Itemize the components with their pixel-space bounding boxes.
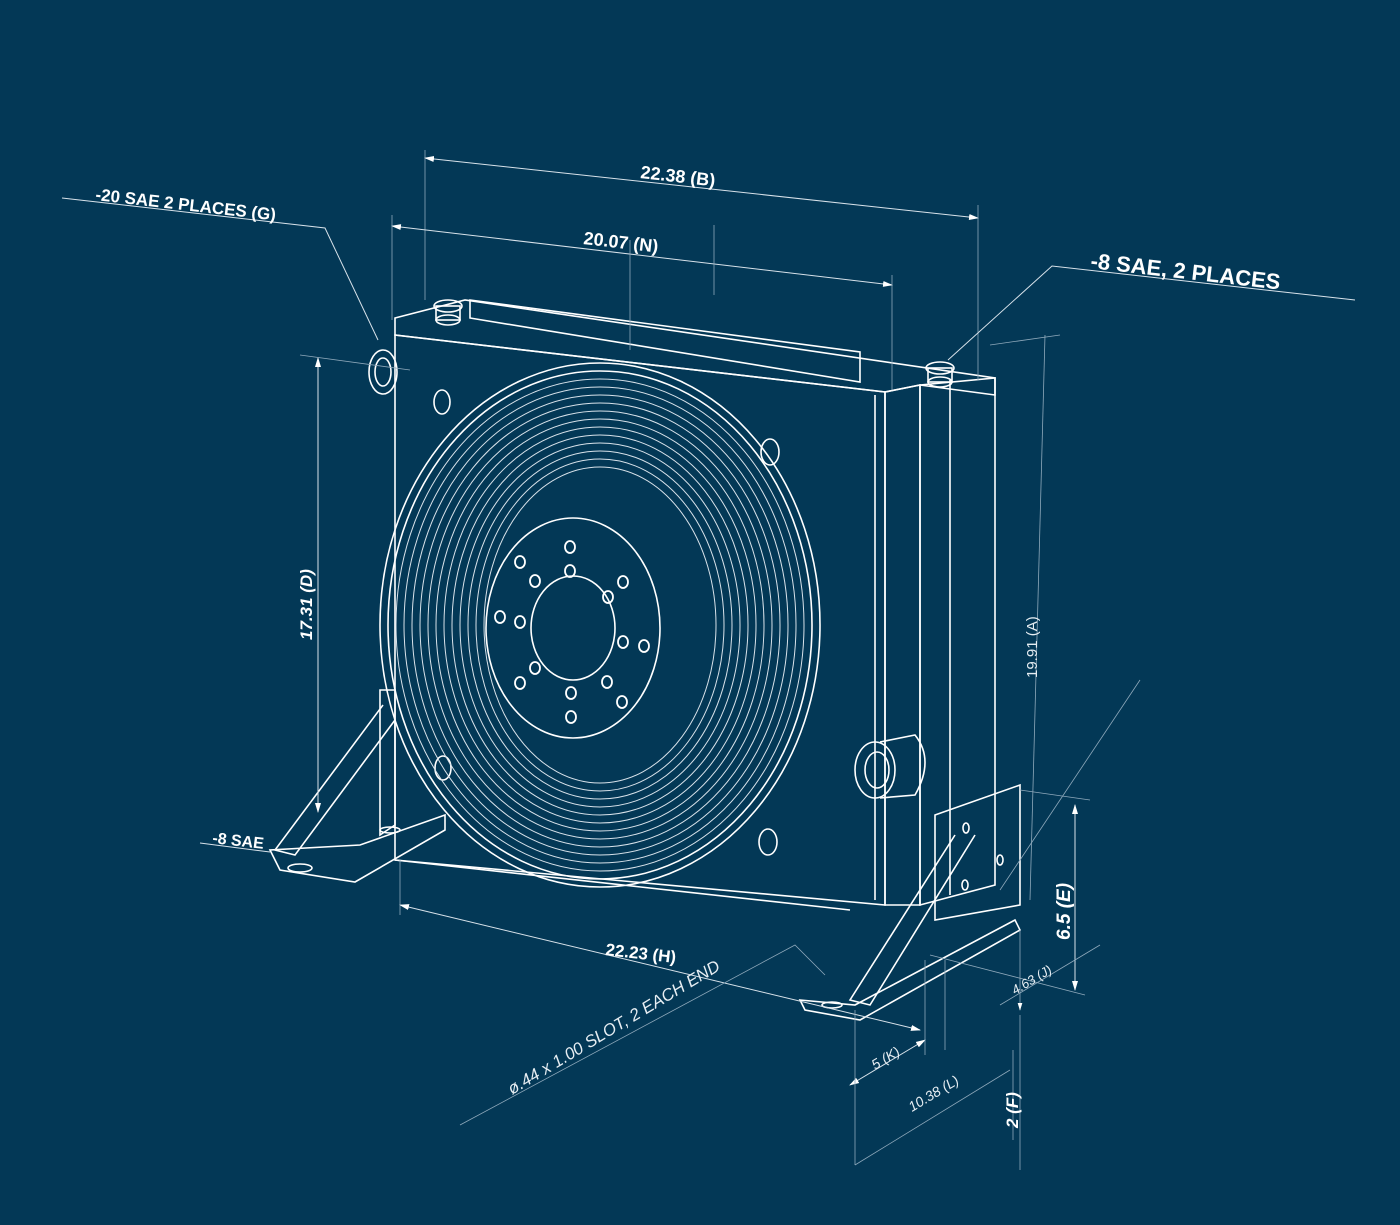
dim-l: 10.38 (L)	[905, 1072, 961, 1115]
dim-b: 22.38 (B)	[640, 162, 717, 190]
dim-n: 20.07 (N)	[583, 228, 660, 256]
callout-port-g: -20 SAE 2 PLACES (G)	[95, 185, 277, 224]
port-right-lower	[854, 734, 926, 799]
dim-j: 4.63 (J)	[1009, 962, 1055, 998]
bracket-right	[798, 783, 1022, 1021]
fan-lugs	[433, 389, 780, 856]
dim-a: 19.91 (A)	[1024, 616, 1041, 678]
fan-hub	[485, 517, 661, 739]
dim-e: 6.5 (E)	[1054, 883, 1075, 940]
callout-port-left: -8 SAE	[212, 830, 265, 853]
callout-slot: ø.44 x 1.00 SLOT, 2 EACH END	[504, 956, 723, 1098]
dimension-lines	[299, 150, 1141, 1170]
port-g-left	[368, 349, 398, 395]
dim-f: 2 (F)	[1003, 1092, 1022, 1129]
bracket-left	[268, 689, 446, 883]
dim-h: 22.23 (H)	[605, 940, 678, 967]
labels: -20 SAE 2 PLACES (G) -8 SAE, 2 PLACES -8…	[95, 162, 1282, 1129]
callout-port-top-right: -8 SAE, 2 PLACES	[1089, 248, 1281, 294]
fan-shroud	[379, 362, 821, 888]
top-bolt-right	[925, 361, 955, 388]
dim-d: 17.31 (D)	[297, 569, 316, 640]
dim-k: 5 (K)	[868, 1043, 902, 1072]
callout-leaders	[61, 197, 1356, 1126]
top-bolt-left	[433, 299, 463, 326]
